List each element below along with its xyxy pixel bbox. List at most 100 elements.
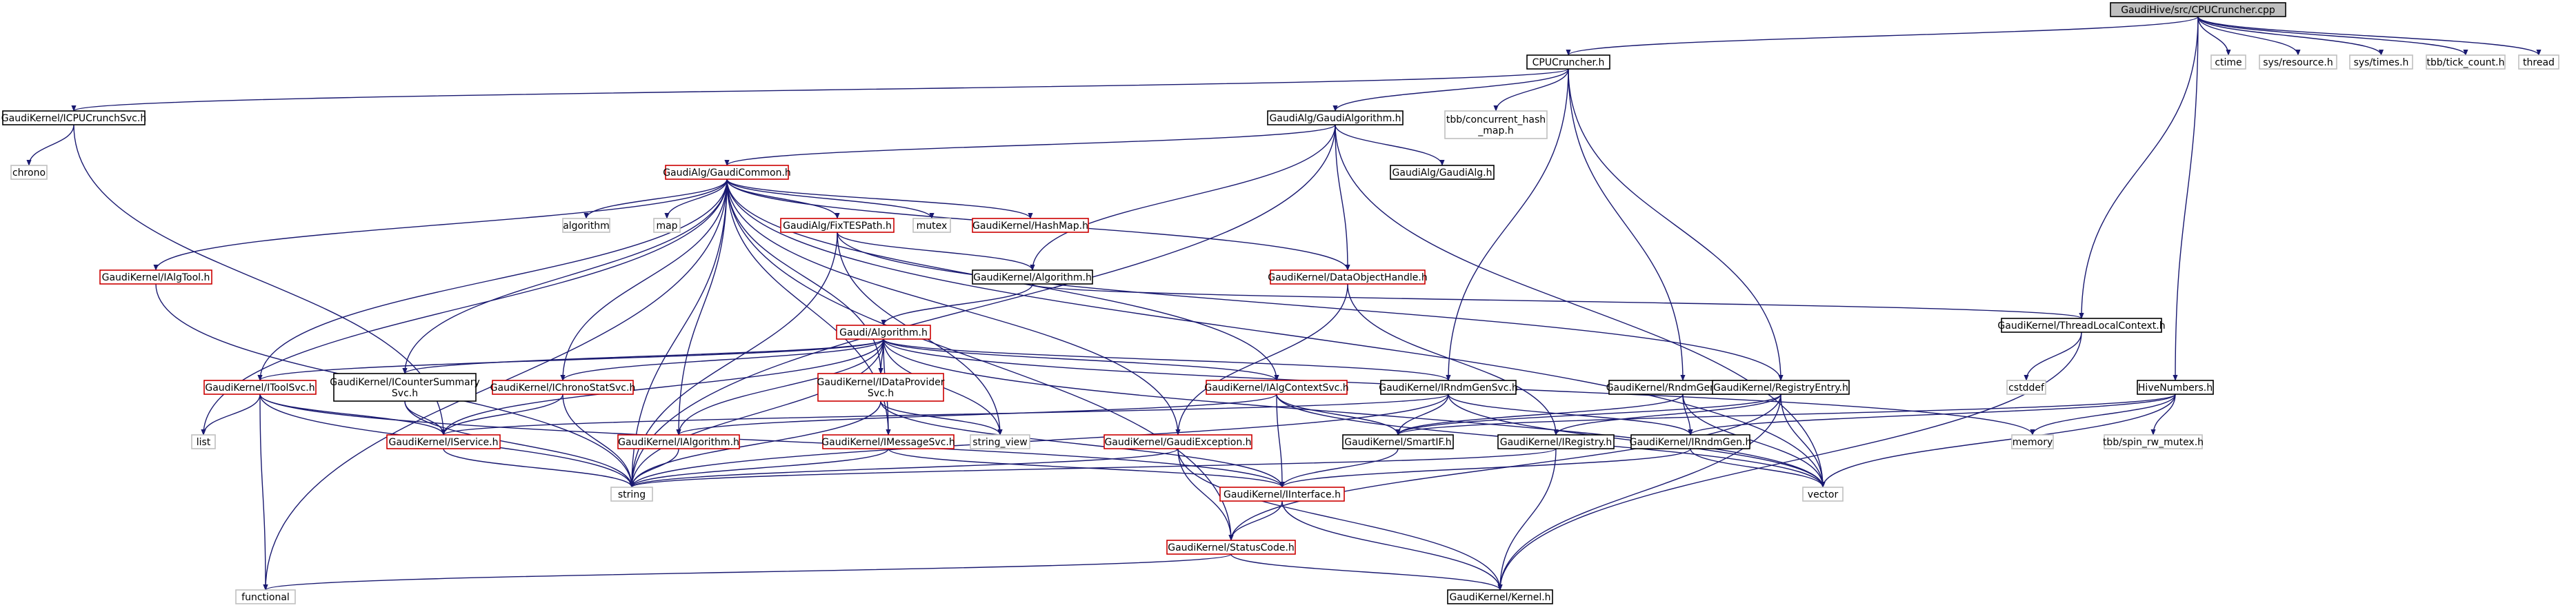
edge-fixtespath-to-gk-algorithm [837,232,1035,271]
edge-icountersummarysvc-to-string [404,400,635,488]
node-label: GaudiKernel/ThreadLocalContext.h [1997,320,2165,332]
edge-gaudi-algorithm-to-vector [883,338,1826,488]
node-icpucrunchsvc[interactable]: GaudiKernel/ICPUCrunchSvc.h [1,110,146,125]
node-functional[interactable]: functional [235,589,296,604]
node-box [780,218,895,233]
edge-ismartif-to-iinterface [1279,448,1399,488]
node-imessagesvc[interactable]: GaudiKernel/IMessageSvc.h [821,434,955,449]
node-hivenumbers[interactable]: HiveNumbers.h [2137,380,2214,395]
node-cstddef[interactable]: cstddef [2006,380,2046,395]
node-sys-times[interactable]: sys/times.h [2349,54,2413,70]
node-sys-resource[interactable]: sys/resource.h [2259,54,2337,70]
node-label: GaudiKernel/HashMap.h [972,221,1088,232]
node-string-view[interactable]: string_view [970,434,1030,449]
node-hashmap[interactable]: GaudiKernel/HashMap.h [972,218,1089,233]
edge-gaudiexception-to-statuscode [1177,448,1234,541]
node-tbb-chm[interactable]: tbb/concurrent_hash_map.h [1444,110,1548,139]
node-box [2259,54,2337,70]
node-fixtespath[interactable]: GaudiAlg/FixTESPath.h [780,218,895,233]
edge-rndmgenerators-to-ismartif [1395,394,1684,436]
node-threadlocalcontext[interactable]: GaudiKernel/ThreadLocalContext.h [1997,318,2166,333]
node-ialgtool[interactable]: GaudiKernel/IAlgTool.h [99,269,212,285]
edge-irndmgensvc-to-irndmgen [1448,394,1693,436]
edge-ialgcontextsvc-to-iinterface [1276,394,1285,488]
edge-root-to-threadlocalcontext [2079,16,2199,319]
node-gk-algorithm[interactable]: GaudiKernel/Algorithm.h [972,269,1093,285]
edge-root-to-cpucruncher-h [1566,16,2199,56]
node-mutex[interactable]: mutex [912,218,951,233]
node-vector[interactable]: vector [1802,487,1844,502]
node-label: chrono [12,167,46,178]
node-iservice[interactable]: GaudiKernel/IService.h [386,434,501,449]
node-gaudiexception[interactable]: GaudiKernel/GaudiException.h [1104,434,1252,449]
node-label: thread [2523,57,2555,68]
edge-irndmgen-to-iinterface [1279,448,1691,488]
node-algorithm-std[interactable]: algorithm [562,218,610,233]
node-ismartif[interactable]: GaudiKernel/SmartIF.h [1342,434,1454,449]
edge-gaudicommon-to-itoolsvc [257,178,728,381]
edge-fixtespath-to-registryentry [837,232,1784,381]
node-tbb-tick[interactable]: tbb/tick_count.h [2426,54,2506,70]
node-label: GaudiKernel/IToolSvc.h [205,382,314,394]
edge-hivenumbers-to-memory [2030,394,2176,436]
node-label: Svc.h [392,388,418,399]
node-list[interactable]: list [191,434,216,449]
node-box [1219,487,1345,502]
node-thread[interactable]: thread [2518,54,2559,70]
node-label: GaudiKernel/DataObjectHandle.h [1268,272,1428,283]
node-registryentry[interactable]: GaudiKernel/RegistryEntry.h [1712,380,1850,395]
edge-root-to-thread [2197,16,2542,56]
edge-gk-algorithm-to-threadlocalcontext [1032,283,2084,319]
node-box [1712,380,1850,395]
edge-hivenumbers-to-vector [1820,394,2176,488]
edge-gaudicommon-to-algorithm-std [583,178,728,219]
node-iinterface[interactable]: GaudiKernel/IInterface.h [1219,487,1345,502]
edge-gaudicommon-to-statuscode [726,178,1234,541]
node-box [970,434,1030,449]
node-label: GaudiKernel/RegistryEntry.h [1713,382,1848,394]
node-memory[interactable]: memory [2011,434,2054,449]
node-gaudialg[interactable]: GaudiAlg/GaudiAlg.h [1390,165,1495,180]
node-box [1206,380,1348,395]
node-box [1166,540,1296,555]
node-label: GaudiKernel/Algorithm.h [973,272,1092,283]
node-label: sys/times.h [2354,57,2409,68]
node-itoolsvc[interactable]: GaudiKernel/IToolSvc.h [203,380,317,395]
edge-gaudi-algorithm-to-string [629,338,884,488]
node-chrono[interactable]: chrono [10,165,48,180]
edge-hivenumbers-to-irndmgen [1688,394,2176,436]
node-gaudicommon[interactable]: GaudiAlg/GaudiCommon.h [663,165,791,180]
node-tbb-spin[interactable]: tbb/spin_rw_mutex.h [2103,434,2204,449]
node-label: GaudiKernel/ICounterSummary [330,377,480,388]
edge-irndmgensvc-to-ismartif [1395,394,1449,436]
node-ctime[interactable]: ctime [2210,54,2246,70]
node-ialgcontextsvc[interactable]: GaudiKernel/IAlgContextSvc.h [1204,380,1349,395]
node-label: tbb/tick_count.h [2427,57,2505,68]
edge-gaudicommon-to-vector [726,178,1826,488]
node-string[interactable]: string [610,487,653,502]
edge-irndmgensvc-to-iservice [441,394,1449,436]
node-gaudi-algorithm[interactable]: Gaudi/Algorithm.h [836,325,931,340]
node-irndmgen[interactable]: GaudiKernel/IRndmGen.h [1630,434,1752,449]
node-ialgorithm[interactable]: GaudiKernel/IAlgorithm.h [617,434,740,449]
node-kernel[interactable]: GaudiKernel/Kernel.h [1447,589,1553,604]
node-gaudialgorithm[interactable]: GaudiAlg/GaudiAlgorithm.h [1267,110,1404,125]
edge-itoolsvc-to-functional [259,394,268,591]
node-irndmgensvc[interactable]: GaudiKernel/IRndmGenSvc.h [1379,380,1518,395]
node-cpucruncher-h[interactable]: CPUCruncher.h [1526,54,1610,70]
node-statuscode[interactable]: GaudiKernel/StatusCode.h [1166,540,1296,555]
edge-threadlocalcontext-to-kernel [1497,332,2082,591]
edge-registryentry-to-iregistry [1553,394,1781,436]
node-iregistry[interactable]: GaudiKernel/IRegistry.h [1497,434,1615,449]
node-root[interactable]: GaudiHive/src/CPUCruncher.cpp [2110,2,2286,17]
node-ichronostatsvc[interactable]: GaudiKernel/IChronoStatSvc.h [490,380,636,395]
node-dataobjecthandle[interactable]: GaudiKernel/DataObjectHandle.h [1268,269,1428,285]
edge-registryentry-to-ismartif [1395,394,1781,436]
edge-rndmgenerators-to-vector [1682,394,1826,488]
node-label: GaudiKernel/IAlgContextSvc.h [1204,382,1348,394]
node-box [665,165,789,180]
edge-root-to-tbb-tick [2197,16,2468,56]
node-map[interactable]: map [653,218,681,233]
